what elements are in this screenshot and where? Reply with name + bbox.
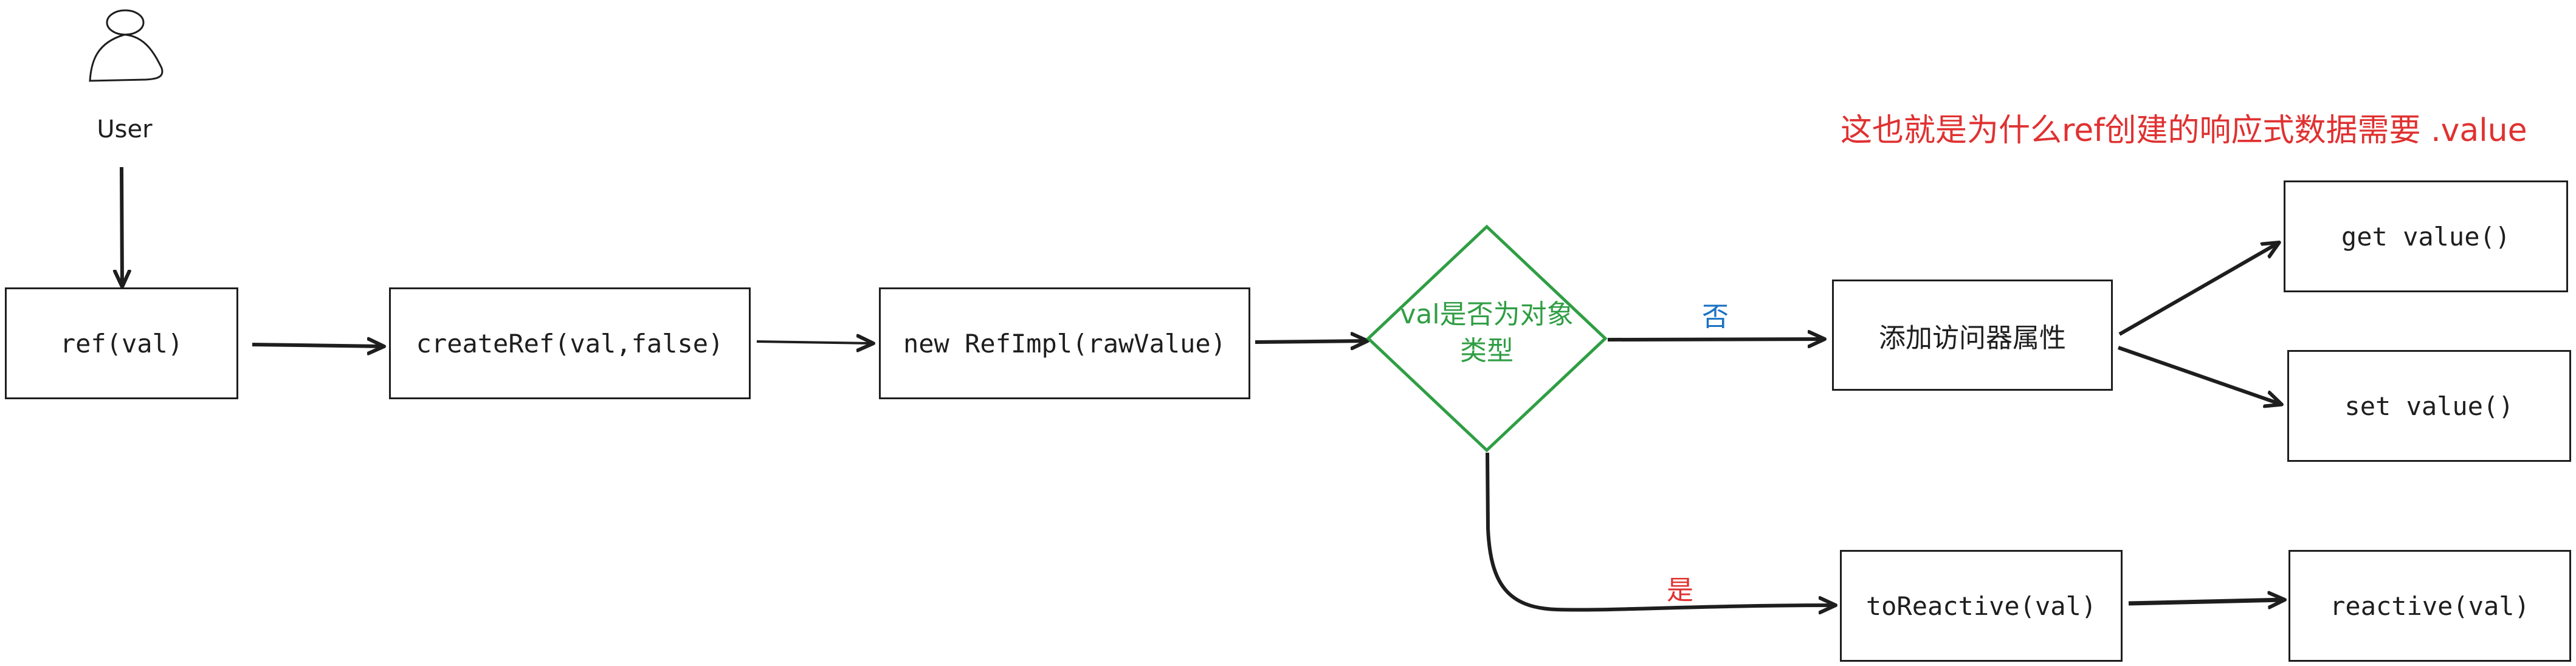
annotation-note: 这也就是为什么ref创建的响应式数据需要 .value [1841, 112, 2527, 149]
user-head [106, 9, 145, 36]
user-body [89, 33, 164, 82]
edge-label-yes: 是 [1667, 575, 1693, 606]
node-add-accessor[interactable]: 添加访问器属性 [1832, 280, 2113, 391]
node-create-ref-label: createRef(val,false) [416, 328, 724, 359]
edge-toreactive-to-reactive [2128, 600, 2284, 603]
decision-label: val是否为对象类型 [1400, 299, 1574, 366]
node-ref-impl[interactable]: new RefImpl(rawValue) [879, 287, 1250, 399]
node-to-reactive[interactable]: toReactive(val) [1840, 550, 2123, 662]
node-reactive-label: reactive(val) [2330, 591, 2530, 621]
node-create-ref[interactable]: createRef(val,false) [389, 287, 751, 399]
edge-accessor-to-get [2118, 243, 2278, 336]
node-ref[interactable]: ref(val) [5, 287, 238, 399]
edge-accessor-to-set [2118, 346, 2281, 404]
edge-decision-yes [1486, 452, 1834, 610]
node-set-value[interactable]: set value() [2287, 350, 2571, 462]
decision-diamond [1366, 224, 1608, 453]
edge-label-no: 否 [1702, 301, 1729, 332]
edge-ref-to-createref [252, 345, 383, 346]
node-reactive[interactable]: reactive(val) [2288, 550, 2571, 662]
edge-decision-no [1607, 339, 1824, 340]
node-get-value-label: get value() [2341, 221, 2511, 252]
user-label: User [97, 115, 153, 143]
node-add-accessor-label: 添加访问器属性 [1879, 322, 2066, 354]
node-set-value-label: set value() [2344, 391, 2514, 421]
edge-refimpl-to-decision [1255, 341, 1366, 342]
node-get-value[interactable]: get value() [2284, 180, 2568, 292]
node-ref-impl-label: new RefImpl(rawValue) [903, 328, 1226, 359]
edge-createref-to-refimpl [756, 342, 872, 343]
node-to-reactive-label: toReactive(val) [1865, 591, 2097, 621]
user-icon [89, 9, 164, 82]
node-ref-label: ref(val) [60, 328, 184, 359]
